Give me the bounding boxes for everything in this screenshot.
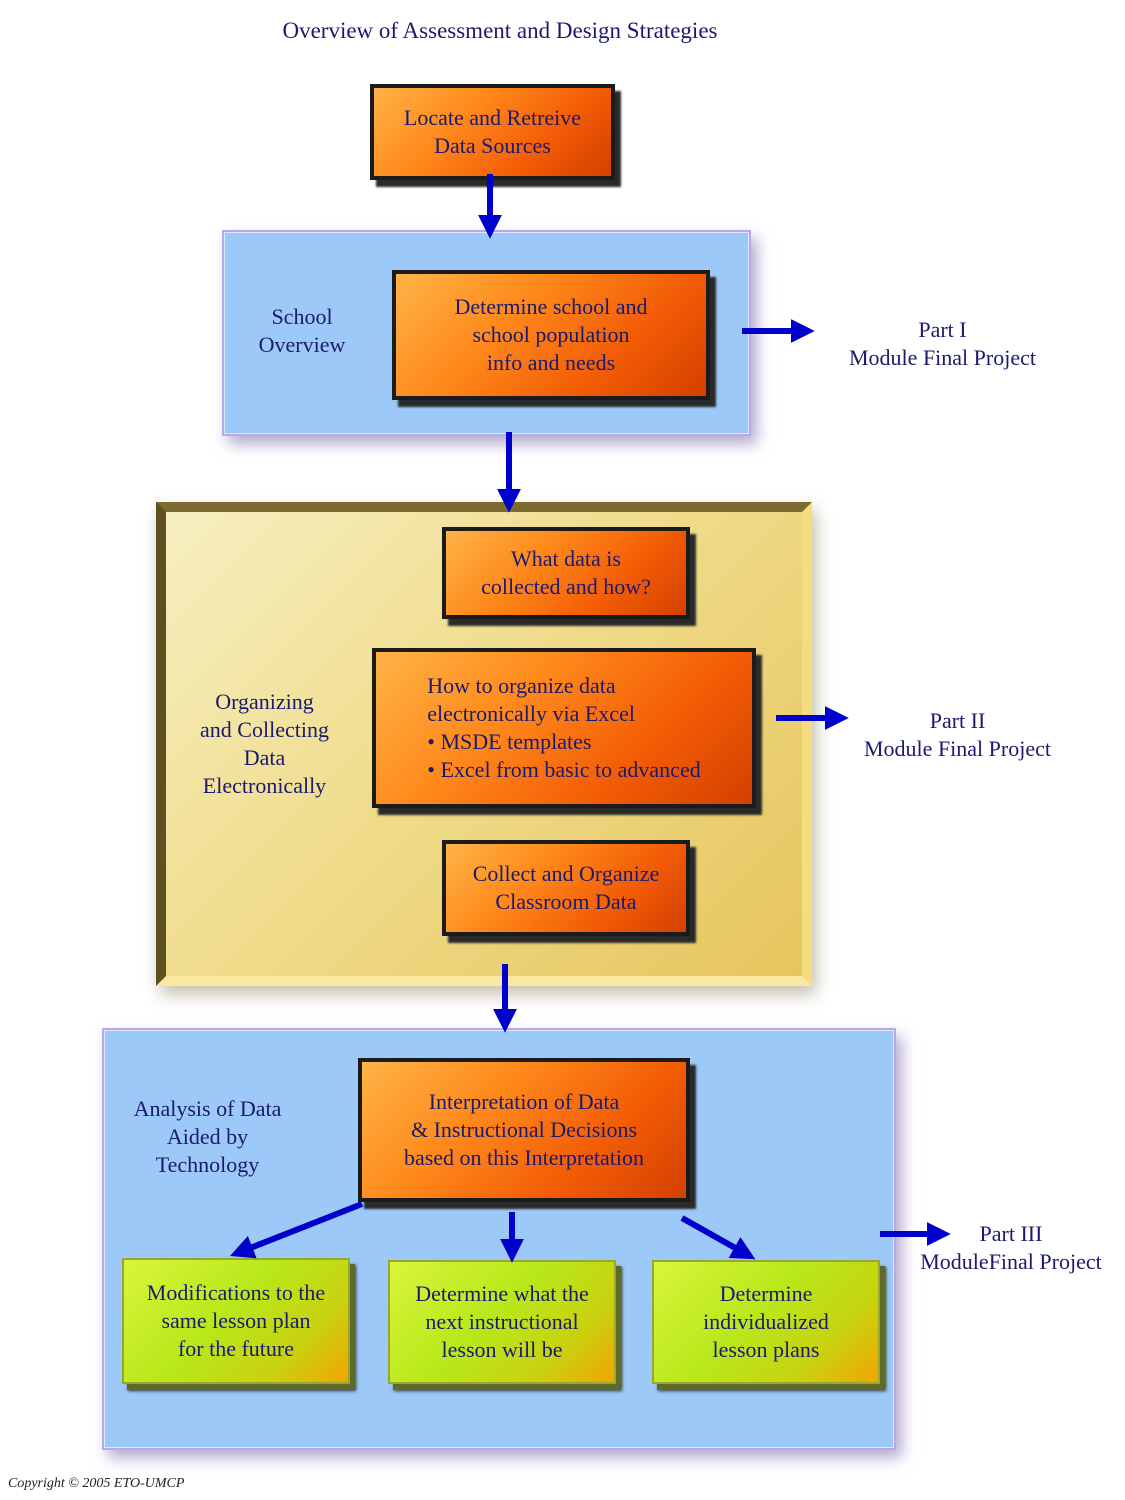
analysis-label: Analysis of Data Aided by Technology [133, 1096, 282, 1177]
organize-excel-box: How to organize data electronically via … [372, 648, 756, 808]
part-2-label: Part II Module Final Project [864, 708, 1051, 761]
arrow-to-modifications [229, 1201, 364, 1259]
interpretation-box: Interpretation of Data & Instructional D… [358, 1058, 690, 1202]
part-1-label: Part I Module Final Project [849, 317, 1036, 370]
collect-classroom-data-box: Collect and Organize Classroom Data [442, 840, 690, 936]
school-overview-label: School Overview [258, 304, 346, 357]
individualized-plans-box: Determine individualized lesson plans [652, 1260, 880, 1384]
determine-school-info-box: Determine school and school population i… [392, 270, 710, 400]
organizing-data-label: Organizing and Collecting Data Electroni… [200, 689, 329, 798]
locate-data-sources-box: Locate and Retreive Data Sources [370, 84, 615, 180]
arrow-to-individualized [680, 1215, 756, 1260]
organize-excel-text: How to organize data electronically via … [427, 673, 701, 782]
part-3-label: Part III ModuleFinal Project [920, 1221, 1102, 1274]
what-data-collected-box: What data is collected and how? [442, 527, 690, 619]
modifications-box: Modifications to the same lesson plan fo… [122, 1258, 350, 1384]
copyright-text: Copyright © 2005 ETO-UMCP [8, 1476, 185, 1491]
next-lesson-box: Determine what the next instructional le… [388, 1260, 616, 1384]
page-title: Overview of Assessment and Design Strate… [282, 18, 718, 43]
